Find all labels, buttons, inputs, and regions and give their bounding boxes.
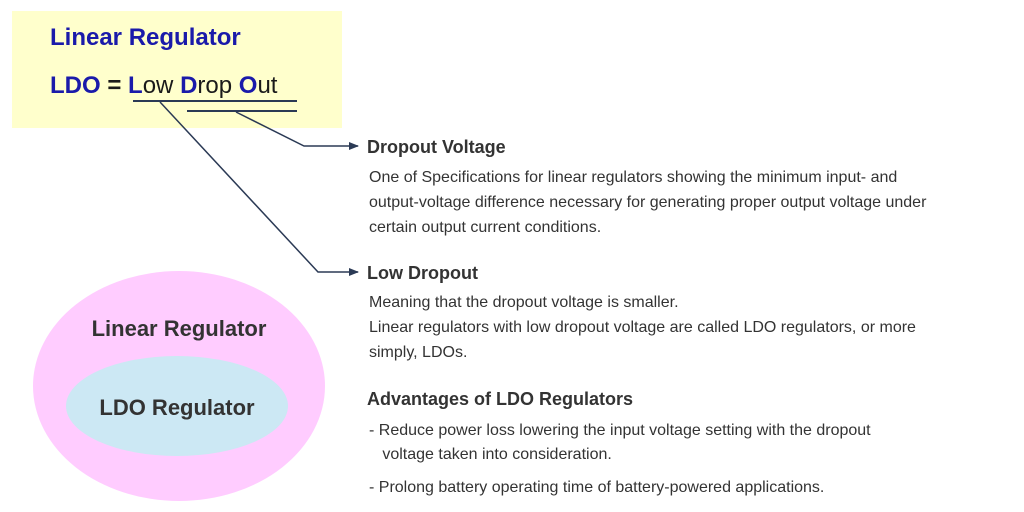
word-rop: rop: [197, 72, 239, 99]
word-ut: ut: [257, 72, 278, 99]
low-dropout-line-3: simply, LDOs.: [369, 344, 468, 361]
heading-low-dropout: Low Dropout: [367, 263, 478, 283]
arrow-to-low-dropout: [159, 101, 359, 276]
advantage-bullet-1: - Reduce power loss lowering the input v…: [369, 422, 871, 439]
venn-outer-label: Linear Regulator: [91, 316, 267, 341]
heading-dropout-voltage: Dropout Voltage: [367, 137, 506, 157]
low-dropout-line-1: Meaning that the dropout voltage is smal…: [369, 294, 679, 311]
title-box: [12, 11, 342, 128]
ldo-abbrev: LDO: [50, 72, 101, 99]
advantage-bullet-1-continued: voltage taken into consideration.: [369, 446, 612, 463]
letter-o: O: [238, 72, 258, 99]
dropout-voltage-line-3: certain output current conditions.: [369, 219, 602, 236]
dropout-voltage-line-1: One of Specifications for linear regulat…: [369, 169, 898, 186]
letter-d: D: [180, 72, 198, 99]
equals-sign: =: [100, 72, 129, 99]
low-dropout-line-2: Linear regulators with low dropout volta…: [369, 319, 916, 336]
advantage-bullet-2: - Prolong battery operating time of batt…: [369, 479, 825, 496]
heading-advantages: Advantages of LDO Regulators: [367, 389, 634, 409]
venn-inner-ldo-regulator: [66, 356, 288, 456]
dropout-voltage-line-2: output-voltage difference necessary for …: [369, 194, 927, 211]
arrow-to-dropout-voltage: [235, 111, 359, 150]
venn-inner-label: LDO Regulator: [99, 395, 255, 420]
word-ow: ow: [142, 72, 181, 99]
ldo-definition: LDO = Low Drop Out: [50, 72, 277, 100]
title-linear-regulator: Linear Regulator: [50, 24, 241, 51]
letter-l: L: [128, 72, 143, 99]
